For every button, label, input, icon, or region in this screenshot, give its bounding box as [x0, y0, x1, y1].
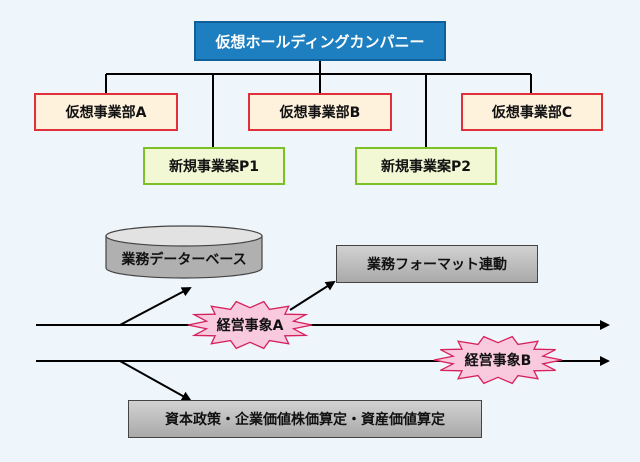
database-cylinder: 業務データーベース: [105, 225, 263, 279]
division-c-box: 仮想事業部C: [461, 93, 603, 131]
holding-company-box: 仮想ホールディングカンパニー: [194, 21, 446, 61]
arrow-to-valuation: [119, 360, 192, 401]
project-p2-box: 新規事業案P2: [355, 147, 497, 185]
format-link-box: 業務フォーマット連動: [336, 245, 538, 283]
arrow-to-format-link: [289, 280, 336, 311]
division-b-box: 仮想事業部B: [248, 93, 392, 131]
valuation-box: 資本政策・企業価値株価算定・資産価値算定: [128, 400, 482, 438]
flow-lines: [36, 280, 610, 401]
arrow-to-database: [119, 287, 192, 326]
event-a-burst: 経営事象A: [187, 300, 313, 350]
project-p1-box: 新規事業案P1: [143, 147, 285, 185]
division-a-box: 仮想事業部A: [34, 93, 178, 131]
event-b-label: 経営事象B: [465, 352, 532, 369]
event-a-label: 経営事象A: [217, 317, 284, 334]
database-label: 業務データーベース: [120, 251, 246, 268]
org-connectors: [105, 61, 532, 147]
event-b-burst: 経営事象B: [433, 335, 563, 385]
